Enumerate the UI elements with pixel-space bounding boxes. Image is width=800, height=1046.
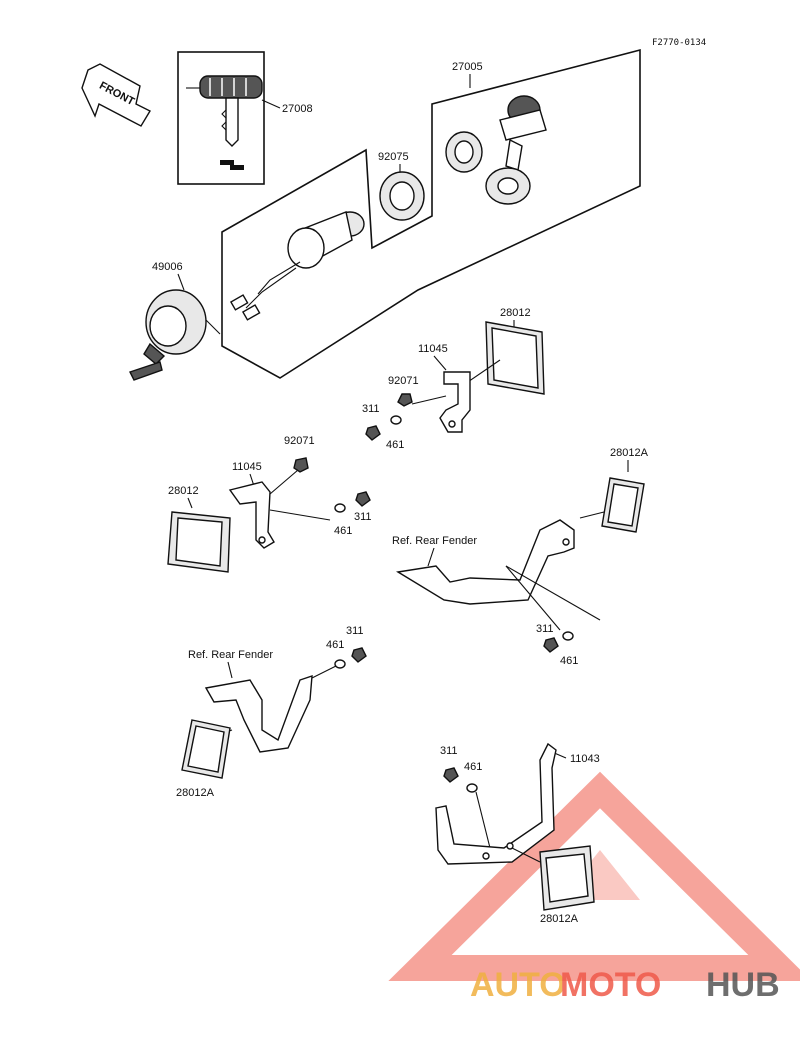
ignition-switch-box <box>221 48 641 379</box>
label-461-c: 461 <box>560 655 578 667</box>
reflector-icon <box>181 719 231 779</box>
reflector-icon <box>601 477 645 533</box>
reflector-icon <box>539 845 595 911</box>
fender-bracket-icon <box>396 519 575 605</box>
switch-cap-icon <box>445 95 547 205</box>
label-28012A-bottom: 28012A <box>540 913 579 925</box>
washer-icon <box>466 783 478 793</box>
washer-icon <box>390 415 402 425</box>
label-27005: 27005 <box>452 61 483 73</box>
label-11045-mid: 11045 <box>232 461 262 473</box>
label-92071-mid: 92071 <box>284 435 315 447</box>
nut-icon <box>355 491 371 507</box>
label-311-c: 311 <box>536 623 554 635</box>
bracket-11043-icon <box>435 742 557 865</box>
ignition-switch-icon <box>229 211 365 321</box>
reflector-icon <box>167 511 231 573</box>
nut-icon <box>365 425 381 441</box>
label-311-e: 311 <box>440 745 458 757</box>
washer-icon <box>334 659 346 669</box>
label-28012A-left: 28012A <box>176 787 215 799</box>
label-27008: 27008 <box>282 103 313 115</box>
bracket-icon <box>439 371 471 433</box>
watermark-part3: HUB <box>706 966 780 1004</box>
horn-icon <box>129 289 221 381</box>
label-11045-top: 11045 <box>418 343 448 355</box>
label-311-d: 311 <box>346 625 364 637</box>
watermark-part1: AUTO <box>470 966 566 1004</box>
fender-bracket-icon <box>204 675 313 753</box>
label-ref-fender-left: Ref. Rear Fender <box>188 649 273 661</box>
label-11043: 11043 <box>570 753 600 765</box>
watermark-text: AUTO MOTO HUB <box>470 966 780 1004</box>
label-28012-top: 28012 <box>500 307 531 319</box>
label-311-b: 311 <box>354 511 372 523</box>
watermark-part2: MOTO <box>560 966 661 1004</box>
label-461-b: 461 <box>334 525 352 537</box>
bracket-icon <box>228 481 275 549</box>
label-461-d: 461 <box>326 639 344 651</box>
nut-icon <box>397 393 413 407</box>
washer-icon <box>334 503 346 513</box>
diagram-code: F2770-0134 <box>652 38 706 48</box>
nut-icon <box>351 647 367 663</box>
ignition-key-icon <box>186 75 263 170</box>
nut-icon <box>543 637 559 653</box>
watermark-logo <box>388 771 800 981</box>
seal-ring-icon <box>379 171 425 221</box>
nut-icon <box>293 457 309 473</box>
label-92071-top: 92071 <box>388 375 419 387</box>
label-461-e: 461 <box>464 761 482 773</box>
label-92075: 92075 <box>378 151 409 163</box>
label-461-a: 461 <box>386 439 404 451</box>
label-ref-fender-right: Ref. Rear Fender <box>392 535 477 547</box>
label-311-a: 311 <box>362 403 380 415</box>
reflector-icon <box>485 321 545 395</box>
label-28012-mid: 28012 <box>168 485 199 497</box>
washer-icon <box>562 631 574 641</box>
nut-icon <box>443 767 459 783</box>
label-49006: 49006 <box>152 261 183 273</box>
label-28012A-right: 28012A <box>610 447 649 459</box>
key-box <box>177 51 265 185</box>
front-arrow-icon: FRONT <box>81 63 151 127</box>
